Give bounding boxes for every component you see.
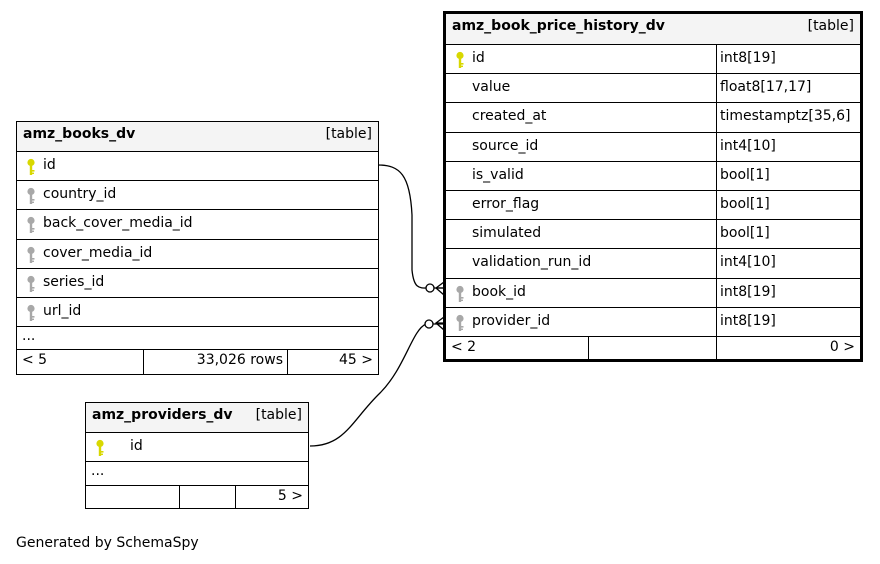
foreign-key-icon xyxy=(27,304,35,321)
column-row-created-at[interactable]: created_at timestamptz[35,6] xyxy=(446,103,860,133)
foreign-key-icon xyxy=(27,188,35,205)
table-footer: < 5 33,026 rows 45 > xyxy=(17,350,378,374)
table-footer: < 2 0 > xyxy=(446,337,860,359)
foreign-key-icon xyxy=(27,217,35,234)
table-header[interactable]: amz_providers_dv [table] xyxy=(86,403,308,433)
column-name: series_id xyxy=(43,273,105,290)
foreign-key-icon xyxy=(456,285,464,302)
relation-book-id-crowsfoot xyxy=(434,281,445,296)
column-row-source-id[interactable]: source_id int4[10] xyxy=(446,132,860,162)
column-row-country-id[interactable]: country_id xyxy=(17,181,378,211)
column-row-value[interactable]: value float8[17,17] xyxy=(446,74,860,104)
column-type: int8[19] xyxy=(720,283,776,300)
column-name: id xyxy=(130,438,143,454)
parents-link[interactable]: < 5 xyxy=(22,352,48,368)
column-name: error_flag xyxy=(472,196,540,212)
key-icon xyxy=(456,51,464,68)
column-type: int4[10] xyxy=(720,137,776,154)
generated-by-caption: Generated by SchemaSpy xyxy=(16,535,199,551)
column-row-series-id[interactable]: series_id xyxy=(17,269,378,298)
table-footer: 5 > xyxy=(86,486,308,508)
more-columns: ... xyxy=(17,327,378,350)
column-name: created_at xyxy=(472,108,547,125)
column-type: timestamptz[35,6] xyxy=(720,108,851,125)
column-row-is-valid[interactable]: is_valid bool[1] xyxy=(446,161,860,191)
column-row-id[interactable]: id xyxy=(17,152,378,182)
relation-provider-id-crowsfoot xyxy=(434,316,445,331)
column-type: int8[19] xyxy=(720,50,776,66)
children-link[interactable]: 0 > xyxy=(829,339,855,355)
column-name: url_id xyxy=(43,303,82,319)
column-type: int4[10] xyxy=(720,254,776,271)
table-name: amz_books_dv xyxy=(23,126,136,142)
relation-book-id-optional-marker xyxy=(425,283,435,293)
table-type: [table] xyxy=(325,126,372,142)
column-name: book_id xyxy=(472,283,526,300)
ellipsis: ... xyxy=(22,328,36,344)
relation-book-id-line xyxy=(377,164,444,289)
children-link[interactable]: 5 > xyxy=(277,488,303,504)
column-type: float8[17,17] xyxy=(720,79,812,96)
column-row-cover-media-id[interactable]: cover_media_id xyxy=(17,240,378,269)
column-name: provider_id xyxy=(472,312,551,329)
ellipsis: ... xyxy=(91,463,105,479)
column-name: simulated xyxy=(472,225,542,242)
column-row-back-cover-media-id[interactable]: back_cover_media_id xyxy=(17,210,378,240)
table-header[interactable]: amz_books_dv [table] xyxy=(17,122,378,152)
table-type: [table] xyxy=(807,18,854,34)
children-link[interactable]: 45 > xyxy=(339,352,373,368)
foreign-key-icon xyxy=(27,275,35,292)
key-icon xyxy=(27,158,35,175)
more-columns: ... xyxy=(86,462,308,486)
books-table[interactable]: amz_books_dv [table] id country_id back_co… xyxy=(16,121,379,375)
foreign-key-icon xyxy=(456,314,464,331)
table-type: [table] xyxy=(255,407,302,423)
foreign-key-icon xyxy=(27,246,35,263)
column-row-url-id[interactable]: url_id xyxy=(17,298,378,328)
key-icon xyxy=(96,439,104,456)
column-name: id xyxy=(43,157,56,173)
column-row-error-flag[interactable]: error_flag bool[1] xyxy=(446,191,860,221)
parents-link[interactable]: < 2 xyxy=(451,339,477,355)
column-name: cover_media_id xyxy=(43,244,153,261)
table-name: amz_providers_dv xyxy=(92,407,233,423)
column-row-provider-id[interactable]: provider_id int8[19] xyxy=(446,307,860,337)
column-row-id[interactable]: id xyxy=(86,433,308,462)
providers-table[interactable]: amz_providers_dv [table] id ... 5 > xyxy=(85,402,309,509)
column-name: is_valid xyxy=(472,166,524,183)
column-row-id[interactable]: id int8[19] xyxy=(446,45,860,75)
row-count: 33,026 rows xyxy=(196,352,283,368)
column-name: validation_run_id xyxy=(472,254,592,271)
table-header[interactable]: amz_book_price_history_dv [table] xyxy=(446,14,860,45)
column-type: bool[1] xyxy=(720,166,770,183)
column-name: source_id xyxy=(472,137,539,154)
column-name: value xyxy=(472,79,511,96)
column-row-book-id[interactable]: book_id int8[19] xyxy=(446,278,860,308)
column-type: bool[1] xyxy=(720,225,770,242)
table-name: amz_book_price_history_dv xyxy=(452,18,665,34)
relation-provider-id-optional-marker xyxy=(424,319,434,329)
column-row-simulated[interactable]: simulated bool[1] xyxy=(446,220,860,250)
column-row-validation-run-id[interactable]: validation_run_id int4[10] xyxy=(446,249,860,279)
price-history-table[interactable]: amz_book_price_history_dv [table] id int8… xyxy=(443,11,863,362)
column-name: id xyxy=(472,50,485,66)
column-name: country_id xyxy=(43,186,117,203)
relation-provider-id-line xyxy=(309,323,444,447)
column-type: int8[19] xyxy=(720,312,776,329)
column-type: bool[1] xyxy=(720,196,770,212)
column-name: back_cover_media_id xyxy=(43,215,193,232)
